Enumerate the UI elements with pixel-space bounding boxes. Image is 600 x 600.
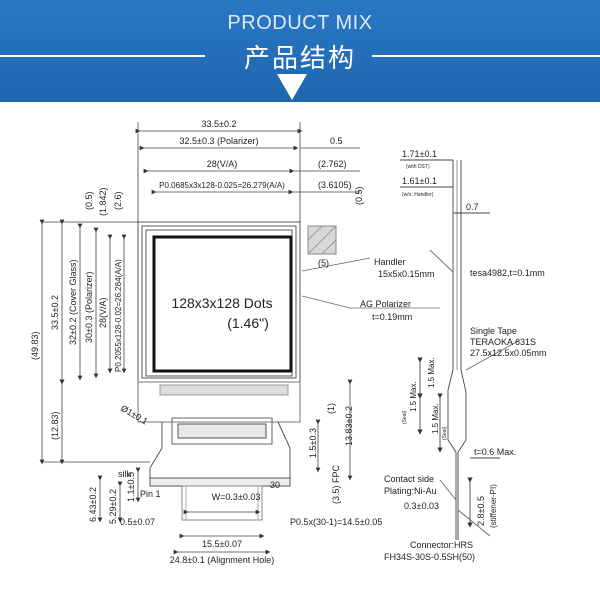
dim-11: 1.1±0.5 <box>126 472 136 502</box>
dim-aa-height: P0.2055x128-0.02=26.284(A/A) <box>114 259 123 372</box>
dim-polarizer-height: 30±0.3 (Polarizer) <box>84 272 94 343</box>
side-max-06: t=0.6 Max. <box>474 447 516 457</box>
side-stiffener: (stiffener-PI) <box>489 484 498 528</box>
dim-529: 5.29±0.2 <box>108 489 118 524</box>
dim-left-26: (2.6) <box>113 191 123 210</box>
side-171: 1.71±0.1 <box>402 149 437 159</box>
dim-left-05: (0.5) <box>84 191 94 210</box>
side-07: 0.7 <box>466 202 479 212</box>
dim-15: 1.5±0.3 <box>308 428 318 458</box>
ag-polarizer-label: AG Polarizer <box>360 299 411 309</box>
dim-va-height: 28(V/A) <box>98 297 108 328</box>
side-max-2: 1.5 Max. <box>409 381 418 412</box>
dim-tail-height: (12.83) <box>50 411 60 440</box>
dim-polarizer-width: 32.5±0.3 (Polarizer) <box>180 136 259 146</box>
silk-label: silk <box>118 469 131 479</box>
single-tape-brand: TERAOKA 631S <box>470 337 536 347</box>
handler-patch <box>307 225 337 255</box>
dim-va-offset: (2.762) <box>318 159 347 169</box>
handler-size: 15x5x0.15mm <box>378 269 435 279</box>
pin1-label: Pin 1 <box>140 489 161 499</box>
handler-label: Handler <box>374 257 406 267</box>
single-tape-label: Single Tape <box>470 326 517 336</box>
dim-1: (1) <box>326 403 336 414</box>
contact-plating: Plating:Ni-Au <box>384 486 437 496</box>
dim-aa-width: P0.0685x3x128-0.025=26.279(A/A) <box>159 181 285 190</box>
down-arrow-icon <box>277 74 307 100</box>
side-max-1: 1.5 Max. <box>427 357 436 388</box>
side-28: 2.8±0.5 <box>476 496 486 526</box>
dim-right-gap: 0.5 <box>330 136 343 146</box>
dim-overall-width: 33.5±0.2 <box>202 119 237 129</box>
ag-polarizer-thickness: t=0.19mm <box>372 312 412 322</box>
side-max-3: 1.5 Max. <box>431 403 440 434</box>
side-161-note: (w/o. Handler) <box>402 192 434 198</box>
banner-title-en: PRODUCT MIX <box>227 12 373 34</box>
fpc-label: (3.5) FPC <box>331 464 341 504</box>
connector-maker: Connector:HRS <box>410 540 473 550</box>
dim-side-05: (0.5) <box>354 186 364 205</box>
side-171-note: (with DST) <box>406 164 430 170</box>
dim-left-1842: (1.842) <box>98 187 108 216</box>
pin30-label: 30 <box>270 480 280 490</box>
dim-05b: 0.5±0.07 <box>120 517 155 527</box>
dim-overall-height: 33.5±0.2 <box>50 295 60 330</box>
alignment-hole: 24.8±0.1 (Alignment Hole) <box>170 555 275 565</box>
pad-width: W=0.3±0.03 <box>212 492 261 502</box>
dim-1383: 13.83±0.2 <box>344 406 354 446</box>
banner-divider-left <box>0 55 205 57</box>
dimension-lines <box>39 122 440 555</box>
pin-pitch: P0.5x(30-1)=14.5±0.05 <box>290 517 382 527</box>
module-outline <box>137 221 301 521</box>
dim-155: 15.5±0.07 <box>202 539 242 549</box>
dim-side-5: (5) <box>318 258 329 268</box>
dim-aa-offset: (3.6105) <box>318 180 352 190</box>
header-banner: PRODUCT MIX 产品结构 <box>0 0 600 102</box>
dim-643: 6.43±0.2 <box>88 487 98 522</box>
hole-diameter: Ø1±0.1 <box>119 403 150 426</box>
screen-size: (1.46") <box>227 315 269 331</box>
dim-cover-glass: 32±0.2 (Cover Glass) <box>68 260 78 345</box>
side-view <box>400 159 521 540</box>
banner-divider-right <box>372 55 600 57</box>
screen-resolution: 128x3x128 Dots <box>171 295 272 311</box>
dim-va-width: 28(V/A) <box>207 159 238 169</box>
connector-model: FH34S-30S-0.5SH(50) <box>384 552 475 562</box>
side-seal-1: (Seal) <box>402 410 408 424</box>
single-tape-size: 27.5x12.5x0.05mm <box>470 348 547 358</box>
contact-side: Contact side <box>384 474 434 484</box>
side-161: 1.61±0.1 <box>402 176 437 186</box>
banner-title-cn: 产品结构 <box>243 43 356 73</box>
tesa-tape: tesa4982,t=0.1mm <box>470 268 545 278</box>
mechanical-drawing: 33.5±0.2 32.5±0.3 (Polarizer) 0.5 28(V/A… <box>30 119 547 565</box>
dim-total-height: (49.83) <box>30 331 40 360</box>
side-03: 0.3±0.03 <box>404 501 439 511</box>
side-seal-2: (Seal) <box>442 426 448 440</box>
